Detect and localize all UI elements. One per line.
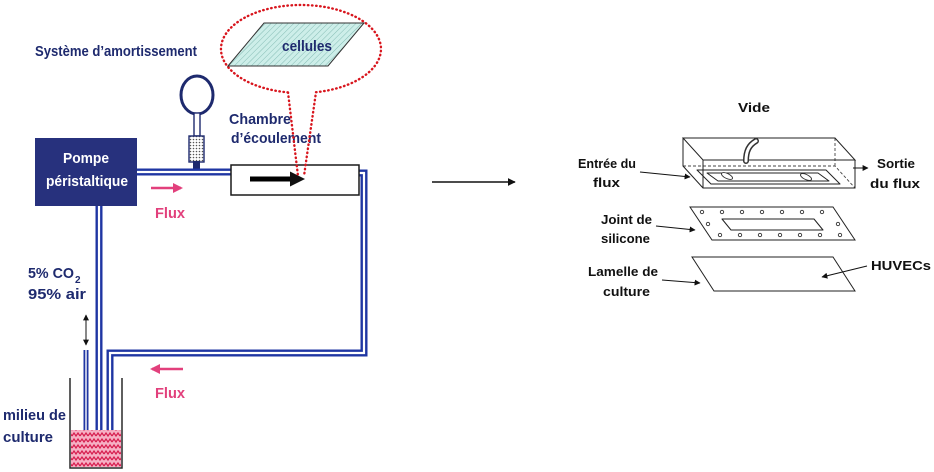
air-label: 95% air <box>28 286 86 303</box>
inlet-label-line2: flux <box>593 175 621 190</box>
inlet-pointer <box>639 171 691 180</box>
flow-label-outbound: Flux <box>155 205 186 222</box>
gasket-label-line2: silicone <box>601 231 650 246</box>
medium-label-line2: culture <box>3 429 53 446</box>
gasket-outline <box>689 206 856 241</box>
pump-label-line2: péristaltique <box>46 173 128 190</box>
flow-return: Flux <box>150 364 186 402</box>
medium-label-line1: milieu de <box>3 407 66 424</box>
flow-chamber-label-line2: d’écoulement <box>231 130 321 147</box>
lid-flow-channel <box>696 169 841 185</box>
medium-reservoir: milieu de culture <box>3 378 123 469</box>
vacuum-label: Vide <box>738 100 770 115</box>
culture-medium <box>71 430 121 467</box>
lid-top-face <box>681 137 857 161</box>
cells-callout: cellules <box>219 3 383 178</box>
vacuum-tube <box>744 139 758 163</box>
reservoir-bottle <box>69 378 123 469</box>
culture-coverslip <box>691 256 856 292</box>
co2-subscript: 2 <box>75 275 81 286</box>
inlet-label-line1: Entrée du <box>578 156 636 171</box>
tube-chamber-to-reservoir <box>108 171 366 442</box>
pump-box <box>35 138 137 206</box>
inlet-port <box>721 172 733 180</box>
gasket-label-line1: Joint de <box>601 212 652 227</box>
flow-chamber: Chambre d’écoulement <box>229 111 360 196</box>
cell-monolayer <box>226 22 366 67</box>
flow-chamber-label-line1: Chambre <box>229 111 291 128</box>
outlet-label-line1: Sortie <box>877 156 915 171</box>
cells-label: cellules <box>282 38 332 55</box>
tubing <box>83 168 368 442</box>
silicone-gasket <box>689 206 856 241</box>
outlet-port <box>800 173 812 181</box>
balloon-bulb <box>179 74 215 116</box>
gas-mixture: 5% CO 2 95% air <box>28 265 89 346</box>
gasket-holes <box>699 209 843 238</box>
pump-label-line1: Pompe <box>63 150 109 167</box>
chamber-lid <box>681 137 857 189</box>
huvecs-label: HUVECs <box>871 258 931 273</box>
gasket-pointer <box>655 225 696 233</box>
coverslip-label-line2: culture <box>603 284 650 299</box>
outlet-label-line2: du flux <box>870 176 921 191</box>
damping-balloon <box>179 74 215 169</box>
flow-label-return: Flux <box>155 385 186 402</box>
gasket-slot <box>721 218 824 231</box>
coverslip-pointer <box>661 279 701 286</box>
balloon-neck <box>193 112 201 137</box>
flow-outbound: Flux <box>151 183 186 222</box>
damping-system-label: Système d’amortissement <box>35 43 197 60</box>
co2-label: 5% CO <box>28 265 74 282</box>
callout-outline <box>219 3 383 178</box>
balloon-connector <box>193 161 200 169</box>
balloon-filter <box>188 135 205 163</box>
huvecs-pointer <box>821 265 868 279</box>
peristaltic-pump: Pompe péristaltique <box>35 138 137 206</box>
coverslip-label-line1: Lamelle de <box>588 264 658 279</box>
